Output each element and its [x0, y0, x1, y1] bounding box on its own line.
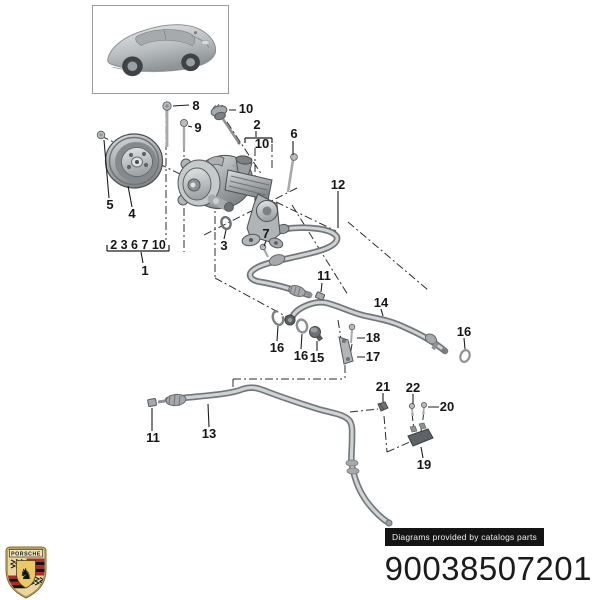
assembly-contents-label: 2 3 6 7 10 — [110, 238, 166, 252]
bolt-22 — [408, 402, 415, 417]
part-label-11-upper: 11 — [317, 268, 331, 283]
bolt-20 — [420, 401, 427, 416]
part-label-1: 1 — [141, 263, 148, 278]
part-label-16-left: 16 — [270, 340, 284, 355]
bolt-5 — [96, 130, 106, 140]
nut-11-upper — [314, 291, 326, 301]
part-label-10-cap: 10 — [239, 101, 253, 116]
part-label-5: 5 — [106, 197, 113, 212]
part-label-7: 7 — [262, 226, 269, 241]
bracket-19 — [407, 422, 434, 447]
pulley-part — [104, 133, 164, 189]
retaining-ring-16-left — [271, 310, 285, 326]
label-leader-lines — [103, 104, 466, 459]
part-label-8: 8 — [192, 98, 199, 113]
car-thumbnail — [92, 5, 229, 94]
part-number: 90038507201 — [384, 550, 592, 587]
part-label-18: 18 — [366, 330, 380, 345]
bolt-9 — [179, 119, 188, 149]
group-brackets — [106, 137, 273, 252]
part-label-4: 4 — [128, 206, 136, 221]
provider-badge: Diagrams provided by catalogs parts — [385, 528, 544, 546]
part-label-19: 19 — [417, 457, 431, 472]
crest-inner-shield — [16, 560, 36, 589]
part-label-20: 20 — [440, 399, 454, 414]
part-label-9: 9 — [194, 120, 201, 135]
reservoir-cap-part — [210, 103, 241, 145]
porsche-crest-logo: PORSCHE ♞ — [5, 546, 47, 599]
banjo-bolt-15 — [309, 326, 323, 342]
part-label-17: 17 — [366, 349, 380, 364]
bracket-17 — [338, 336, 354, 365]
part-label-10-group: 10 — [255, 136, 269, 151]
crest-name-band — [9, 549, 43, 558]
car-911-silhouette — [107, 24, 217, 77]
bolt-7 — [259, 243, 269, 258]
part-label-21: 21 — [376, 379, 390, 394]
o-ring-3 — [220, 215, 232, 231]
nut-11-lower — [147, 398, 157, 407]
part-label-15: 15 — [310, 350, 324, 365]
crest-horse-icon: ♞ — [19, 566, 32, 583]
o-ring-16-middle — [295, 318, 309, 334]
part-label-3: 3 — [220, 238, 227, 253]
car-thumbnail-image — [107, 24, 217, 77]
bolt-6 — [286, 153, 298, 193]
hose-14-pressure-line — [288, 299, 449, 355]
part-label-14: 14 — [374, 295, 389, 310]
o-ring-16-right — [459, 349, 471, 363]
hose-13-return-line — [157, 384, 393, 527]
part-label-12: 12 — [331, 177, 345, 192]
part-label-2: 2 — [253, 117, 260, 132]
part-label-16-right: 16 — [457, 324, 471, 339]
reservoir-bracket-part — [224, 155, 284, 249]
crest-wordmark: PORSCHE — [11, 551, 41, 557]
part-label-13: 13 — [202, 426, 216, 441]
part-label-16-middle: 16 — [294, 348, 308, 363]
bolt-18 — [348, 323, 356, 344]
part-label-6: 6 — [290, 126, 297, 141]
part-label-22: 22 — [406, 380, 420, 395]
part-label-11-lower: 11 — [146, 430, 160, 445]
banjo-fitting — [284, 314, 296, 326]
clip-21 — [377, 401, 389, 412]
bolt-8 — [162, 101, 172, 147]
